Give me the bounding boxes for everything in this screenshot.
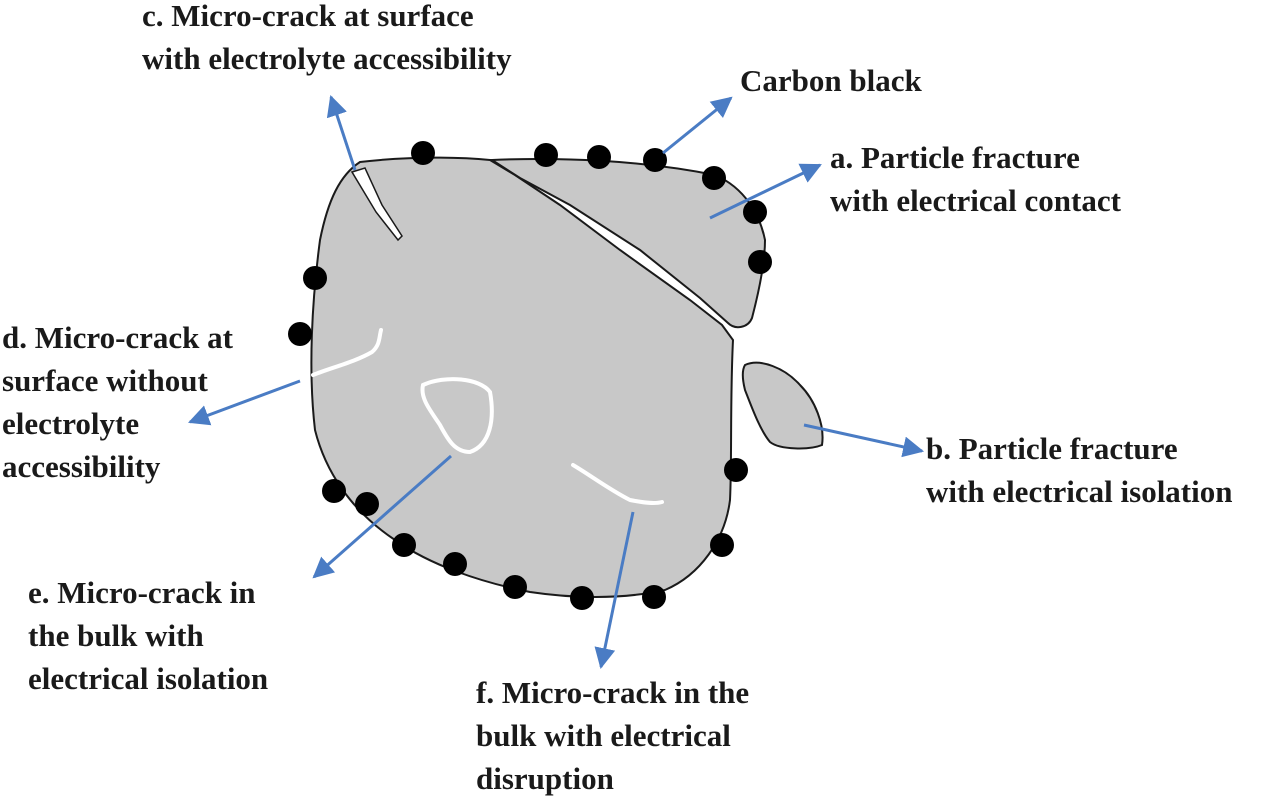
- arrow-a: [709, 163, 822, 220]
- arrow-carbon-black: [662, 96, 733, 155]
- carbon-black-dot: [322, 479, 346, 503]
- carbon-black-dot: [570, 586, 594, 610]
- carbon-black-dot: [643, 148, 667, 172]
- bulk-crack-isolation: [420, 377, 494, 455]
- fractured-piece-contact: [488, 157, 767, 329]
- label-carbon-black: Carbon black: [740, 63, 922, 98]
- carbon-black-dot: [443, 552, 467, 576]
- arrow-f: [594, 511, 635, 670]
- arrow-e: [312, 454, 452, 579]
- carbon-black-dot: [743, 200, 767, 224]
- carbon-black-dot: [534, 143, 558, 167]
- carbon-black-dot: [355, 492, 379, 516]
- carbon-black-dot: [587, 145, 611, 169]
- carbon-black-dot: [288, 322, 312, 346]
- arrow-c: [326, 95, 357, 171]
- carbon-black-particles: [288, 141, 772, 610]
- bulk-crack-disruption: [571, 463, 664, 506]
- arrow-d: [188, 379, 301, 426]
- surface-crack-electrolyte: [350, 167, 403, 242]
- carbon-black-dot: [411, 141, 435, 165]
- arrow-b: [803, 423, 925, 458]
- carbon-black-dot: [303, 266, 327, 290]
- carbon-black-dot: [710, 533, 734, 557]
- carbon-black-dot: [392, 533, 416, 557]
- carbon-black-dot: [724, 458, 748, 482]
- carbon-black-dot: [748, 250, 772, 274]
- carbon-black-dot: [702, 166, 726, 190]
- surface-crack-no-electrolyte: [311, 328, 383, 377]
- carbon-black-dot: [503, 575, 527, 599]
- fractured-piece-isolated: [741, 361, 824, 450]
- carbon-black-dot: [642, 585, 666, 609]
